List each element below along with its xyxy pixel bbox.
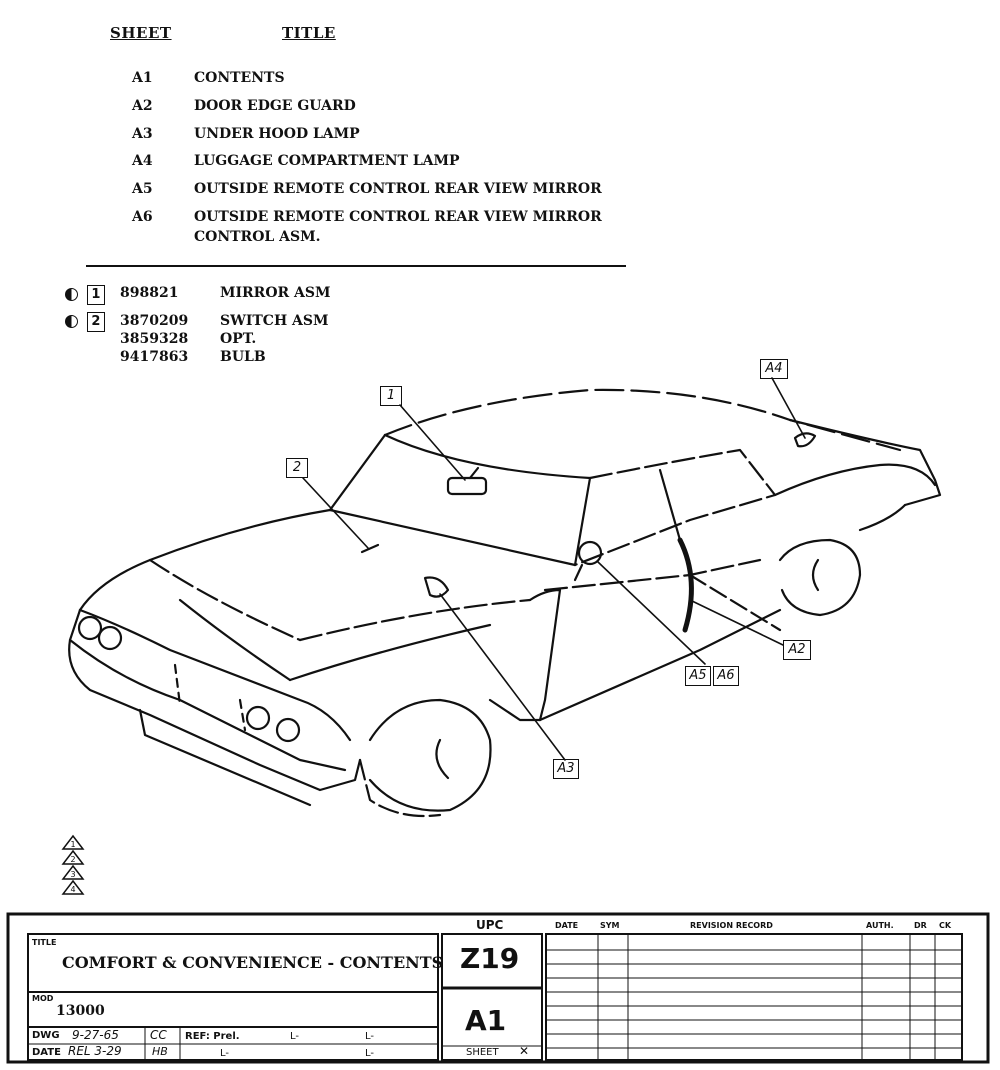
- sheet-number: A1: [465, 1004, 507, 1037]
- sheet-column-header: SHEET: [110, 24, 172, 42]
- divider-rule: [86, 265, 626, 267]
- model-number: 13000: [56, 1003, 105, 1019]
- part-number-2: 3870209: [120, 313, 189, 329]
- contents-sheet-a5: A5: [132, 181, 153, 197]
- callout-box-2: 2: [86, 312, 105, 332]
- contents-sheet-a3: A3: [132, 126, 153, 142]
- part-row-1: 1: [65, 285, 105, 305]
- contents-sheet-a4: A4: [132, 153, 153, 169]
- car-illustration: [68, 377, 942, 818]
- rev-header-record: REVISION RECORD: [690, 921, 773, 930]
- sheet-label: SHEET: [466, 1047, 499, 1058]
- callout-box-1: 1: [86, 285, 105, 305]
- contents-sheet-a2: A2: [132, 98, 153, 114]
- revision-mark-2: 2: [70, 855, 75, 864]
- dwg-date: 9-27-65: [72, 1028, 119, 1042]
- contents-sheet-a6: A6: [132, 209, 153, 225]
- release-date: REL 3-29: [68, 1044, 122, 1058]
- dwg-initials: CC: [150, 1028, 167, 1042]
- rev-header-sym: SYM: [600, 921, 620, 930]
- half-filled-circle-icon: [65, 314, 78, 328]
- release-initials: HB: [152, 1045, 168, 1058]
- contents-title-a4: LUGGAGE COMPARTMENT LAMP: [194, 153, 460, 169]
- title-block-frame: [6, 912, 990, 1064]
- diagram-callout-1: 1: [380, 384, 402, 406]
- contents-title-a3: UNDER HOOD LAMP: [194, 126, 360, 142]
- part-number-3: 3859328: [120, 331, 189, 347]
- ref-label: REF: Prel.: [185, 1031, 240, 1042]
- part-name-1: MIRROR ASM: [220, 285, 331, 301]
- diagram-callout-a6: A6: [713, 664, 739, 686]
- rev-header-auth: AUTH.: [866, 921, 894, 930]
- contents-title-a6: OUTSIDE REMOTE CONTROL REAR VIEW MIRROR: [194, 209, 602, 225]
- part-number-4: 9417863: [120, 349, 189, 365]
- sheet-x-mark: ✕: [519, 1044, 530, 1058]
- contents-title-a2: DOOR EDGE GUARD: [194, 98, 356, 114]
- part-name-3: OPT.: [220, 331, 257, 347]
- l-mark-4: L-: [365, 1048, 375, 1059]
- l-mark-2: L-: [365, 1031, 375, 1042]
- diagram-callout-a4: A4: [760, 357, 788, 379]
- rev-header-date: DATE: [555, 921, 579, 930]
- title-label-vertical: TITLE: [32, 938, 57, 947]
- l-mark-3: L-: [220, 1048, 230, 1059]
- part-number-1: 898821: [120, 285, 179, 301]
- diagram-callout-2: 2: [286, 456, 308, 478]
- upc-code: Z19: [460, 942, 520, 975]
- dwg-label: DWG: [32, 1030, 60, 1041]
- part-name-4: BULB: [220, 349, 266, 365]
- date-label: DATE: [32, 1047, 61, 1058]
- model-label-vertical: MOD: [32, 994, 54, 1003]
- revision-triangles: 1 2 3 4: [61, 834, 85, 895]
- diagram-callout-a3: A3: [553, 757, 579, 779]
- rev-header-ck: CK: [939, 921, 952, 930]
- contents-title-a6-line2: CONTROL ASM.: [194, 229, 321, 245]
- part-name-2: SWITCH ASM: [220, 313, 329, 329]
- revision-mark-4: 4: [70, 885, 75, 894]
- contents-sheet-a1: A1: [132, 70, 153, 86]
- revision-mark-3: 3: [70, 870, 75, 879]
- l-mark-1: L-: [290, 1031, 300, 1042]
- rev-header-dr: DR: [914, 921, 927, 930]
- revision-mark-1: 1: [70, 840, 75, 849]
- upc-label: UPC: [476, 918, 504, 932]
- diagram-callout-a5: A5: [685, 664, 711, 686]
- title-column-header: TITLE: [282, 24, 336, 42]
- contents-title-a1: CONTENTS: [194, 70, 285, 86]
- contents-title-a5: OUTSIDE REMOTE CONTROL REAR VIEW MIRROR: [194, 181, 602, 197]
- half-filled-circle-icon: [65, 287, 78, 301]
- drawing-title: COMFORT & CONVENIENCE - CONTENTS: [62, 953, 444, 972]
- part-row-2: 2: [65, 312, 105, 332]
- diagram-callout-a2: A2: [783, 638, 811, 660]
